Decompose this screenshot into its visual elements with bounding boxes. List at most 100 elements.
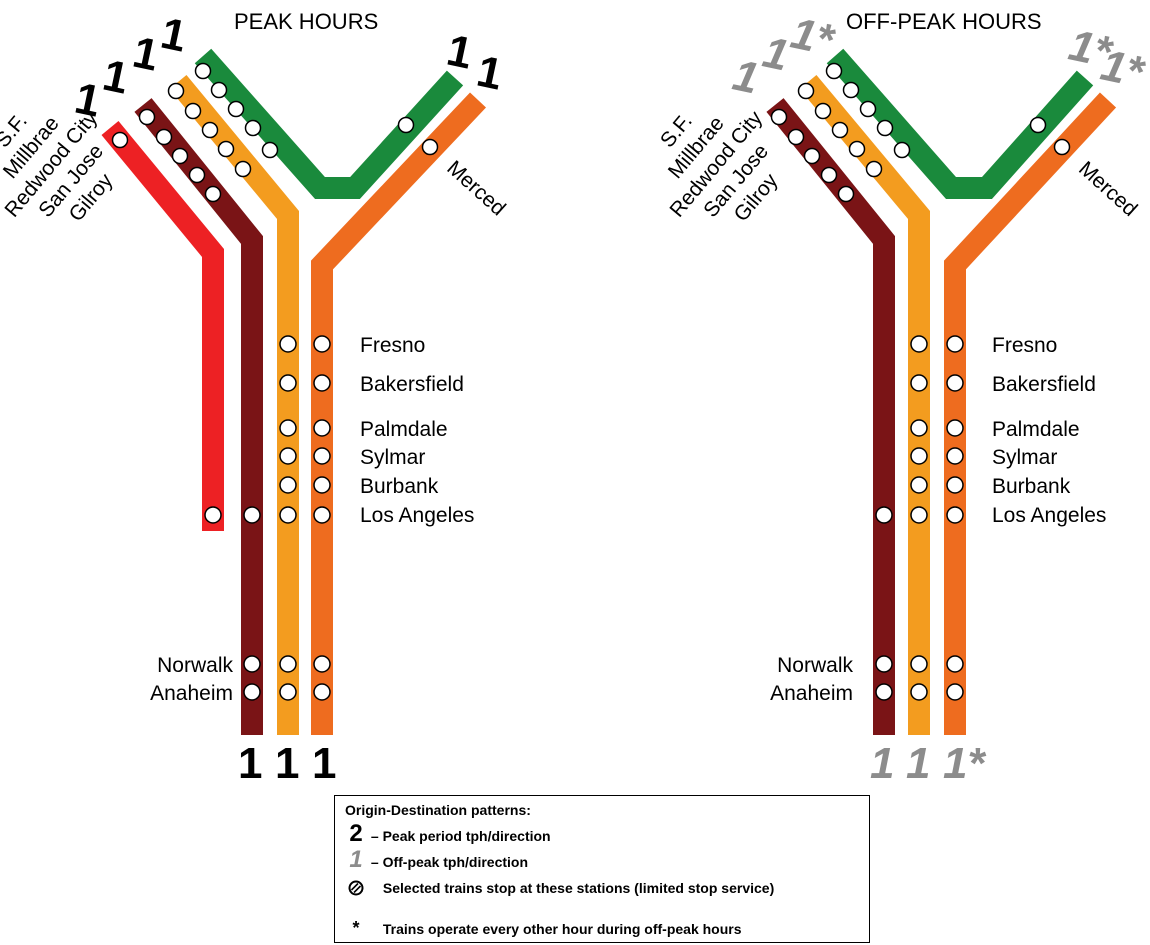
- station-dot: [184, 102, 202, 120]
- offpeak-tph-bottom-dark: 1: [870, 739, 894, 788]
- offpeak-tph-bottom-orange: 1*: [943, 739, 986, 788]
- station-dot: [910, 374, 928, 392]
- station-dot: [946, 419, 964, 437]
- station-dot: [313, 655, 331, 673]
- station-dot: [313, 335, 331, 353]
- legend-row-asterisk: * Trains operate every other hour during…: [345, 918, 742, 939]
- station-dot: [910, 655, 928, 673]
- station-dot: [261, 141, 279, 159]
- station-dot: [875, 683, 893, 701]
- station-dot: [797, 82, 815, 100]
- station-dot: [279, 683, 297, 701]
- station-dot: [279, 335, 297, 353]
- station-dot: [946, 447, 964, 465]
- legend-row-offpeak: 1 – Off-peak tph/direction: [345, 846, 528, 874]
- station-label-anaheim: Anaheim: [150, 682, 233, 705]
- station-label-merced: Merced: [442, 156, 509, 220]
- station-dots: [111, 62, 439, 701]
- station-dot: [787, 128, 805, 146]
- peak-tph-bottom-orange-yellow: 1: [275, 739, 299, 788]
- station-dot: [1029, 116, 1047, 134]
- peak-tph-merced-sf-right: 1: [443, 26, 477, 79]
- station-dot: [167, 82, 185, 100]
- station-dot: [859, 100, 877, 118]
- station-dot: [155, 128, 173, 146]
- station-dot: [279, 374, 297, 392]
- station-dot: [313, 447, 331, 465]
- station-dot: [421, 138, 439, 156]
- peak-title: PEAK HOURS: [234, 9, 378, 34]
- peak-tph-bottom-dark: 1: [238, 739, 262, 788]
- route-merced-anaheim: [944, 92, 1117, 735]
- station-dot: [946, 655, 964, 673]
- legend-offpeak-symbol: 1: [349, 846, 363, 873]
- peak-tph-sf-anaheim-dark: 1: [99, 51, 133, 104]
- station-label-burbank: Burbank: [360, 475, 439, 498]
- station-dot: [910, 419, 928, 437]
- station-dot: [244, 119, 262, 137]
- station-dot: [210, 81, 228, 99]
- station-label-fresno: Fresno: [992, 334, 1057, 357]
- peak-diagram: S.F. Millbrae Redwood City San Jose Gilr…: [0, 9, 510, 788]
- station-dot: [217, 140, 235, 158]
- route-sf-gilroy: [101, 121, 224, 531]
- station-dot: [876, 119, 894, 137]
- station-label-los-angeles: Los Angeles: [360, 504, 474, 527]
- station-dot: [313, 419, 331, 437]
- station-label-palmdale: Palmdale: [992, 418, 1080, 441]
- station-dot: [946, 335, 964, 353]
- station-label-fresno: Fresno: [360, 334, 425, 357]
- station-dot: [820, 166, 838, 184]
- legend-title: Origin-Destination patterns:: [345, 802, 531, 818]
- station-label-norwalk: Norwalk: [157, 654, 233, 677]
- station-dot: [243, 683, 261, 701]
- station-dot: [910, 447, 928, 465]
- station-label-burbank: Burbank: [992, 475, 1071, 498]
- station-dot: [910, 476, 928, 494]
- station-dot: [397, 116, 415, 134]
- station-dot: [279, 476, 297, 494]
- station-label-merced: Merced: [1074, 157, 1141, 221]
- station-label-sylmar: Sylmar: [992, 446, 1057, 469]
- station-dot: [234, 160, 252, 178]
- station-dot: [910, 506, 928, 524]
- station-dot: [910, 335, 928, 353]
- station-dot: [111, 131, 129, 149]
- station-dot: [194, 62, 212, 80]
- station-dot: [313, 476, 331, 494]
- station-dot: [313, 374, 331, 392]
- legend-asterisk-symbol: *: [352, 918, 360, 938]
- station-dot: [814, 102, 832, 120]
- offpeak-tph-merced-sf-left: 1*: [787, 9, 840, 66]
- station-dot: [313, 683, 331, 701]
- route-sf-anaheim-dark: [766, 98, 895, 735]
- peak-tph-sf-gilroy: 1: [71, 74, 105, 127]
- station-dot: [875, 506, 893, 524]
- station-dot: [803, 147, 821, 165]
- station-dot: [770, 108, 788, 126]
- station-dot: [279, 655, 297, 673]
- station-dot: [893, 141, 911, 159]
- station-dot: [865, 160, 883, 178]
- offpeak-tph-sf-anaheim-dark: 1: [729, 51, 763, 104]
- peak-tph-bottom-orange: 1: [312, 739, 336, 788]
- station-dot: [188, 166, 206, 184]
- legend-row-peak: 2 – Peak period tph/direction: [345, 820, 550, 848]
- station-label-palmdale: Palmdale: [360, 418, 448, 441]
- station-label-sylmar: Sylmar: [360, 446, 425, 469]
- station-label-bakersfield: Bakersfield: [992, 373, 1096, 396]
- legend-row-limited: Selected trains stop at these stations (…: [345, 880, 774, 896]
- hatched-circle-icon: [345, 880, 367, 896]
- route-merced-anaheim: [311, 92, 486, 735]
- legend-asterisk-text: Trains operate every other hour during o…: [382, 921, 742, 937]
- station-dot: [946, 374, 964, 392]
- station-dot: [842, 81, 860, 99]
- station-dot: [243, 506, 261, 524]
- legend-offpeak-text: – Off-peak tph/direction: [370, 854, 529, 870]
- station-dot: [825, 62, 843, 80]
- station-dot: [227, 100, 245, 118]
- station-dot: [279, 419, 297, 437]
- station-dot: [138, 108, 156, 126]
- station-dot: [946, 506, 964, 524]
